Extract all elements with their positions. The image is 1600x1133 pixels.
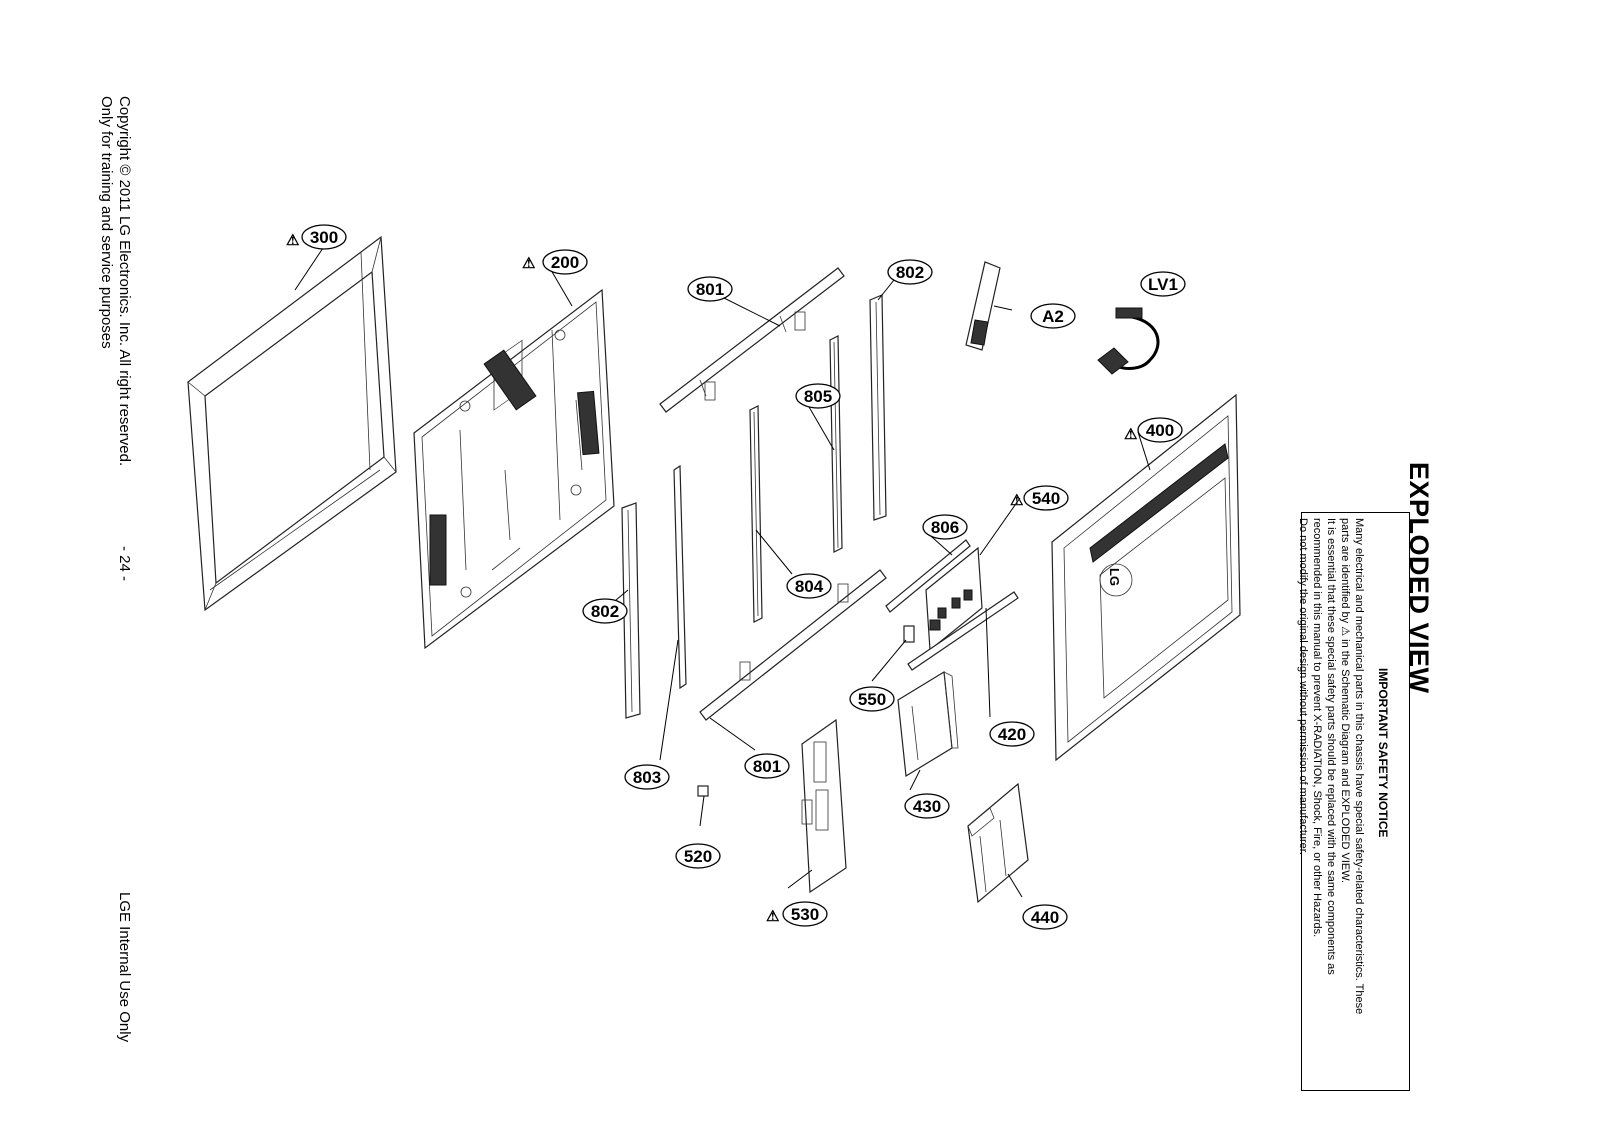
callout-label-LV1: LV1 xyxy=(1148,275,1178,294)
callout-420: 420 xyxy=(989,721,1035,747)
callout-530: ⚠ 530 xyxy=(766,901,828,927)
callout-label-400: 400 xyxy=(1146,421,1174,440)
callout-805: 805 xyxy=(795,383,841,409)
callout-label-A2: A2 xyxy=(1042,307,1064,326)
callout-A2: A2 xyxy=(1030,303,1076,329)
callout-label-430: 430 xyxy=(913,797,941,816)
callout-label-806: 806 xyxy=(931,518,959,537)
callout-label-300: 300 xyxy=(310,228,338,247)
main-board-540 xyxy=(925,546,983,652)
callout-label-803: 803 xyxy=(633,768,661,787)
callout-430: 430 xyxy=(904,793,950,819)
rail-801-top xyxy=(659,267,845,413)
callout-label-550: 550 xyxy=(858,690,886,709)
safety-mark-400: ⚠ xyxy=(1124,426,1138,443)
safety-mark-540: ⚠ xyxy=(1010,492,1024,509)
callout-520: 520 xyxy=(675,843,721,869)
callout-label-530: 530 xyxy=(791,905,819,924)
bracket-803 xyxy=(673,464,687,690)
shield-430 xyxy=(897,670,959,778)
bracket-802-right xyxy=(869,294,887,521)
callout-label-804: 804 xyxy=(795,577,824,596)
callout-802-left: 802 xyxy=(582,598,628,624)
callout-label-440: 440 xyxy=(1031,908,1059,927)
part-520 xyxy=(697,785,709,797)
lg-logo-text: LG xyxy=(1107,568,1122,586)
bracket-805 xyxy=(829,335,843,553)
callout-550: 550 xyxy=(849,686,895,712)
callout-440: 440 xyxy=(1022,904,1068,930)
callout-801-top: 801 xyxy=(687,276,733,302)
bracket-420 xyxy=(907,591,1019,671)
safety-mark-300: ⚠ xyxy=(286,232,300,249)
safety-mark-200: ⚠ xyxy=(522,255,536,272)
back-cover-400: LG xyxy=(1051,393,1241,762)
callout-200: ⚠ 200 xyxy=(522,249,588,275)
callout-label-802-left: 802 xyxy=(591,602,619,621)
rail-801-bottom xyxy=(699,569,887,721)
module-chassis-200 xyxy=(413,288,615,650)
callout-label-801-bottom: 801 xyxy=(753,757,781,776)
cable-LV1 xyxy=(1097,307,1160,375)
callout-400: ⚠ 400 xyxy=(1124,417,1183,443)
stand-neck-A2 xyxy=(965,261,1001,351)
callout-540: ⚠ 540 xyxy=(1010,485,1069,511)
front-bezel-300 xyxy=(187,235,397,612)
callout-806: 806 xyxy=(922,514,968,540)
callout-802-right: 802 xyxy=(887,259,933,285)
callout-label-802-right: 802 xyxy=(896,263,924,282)
safety-notice-box xyxy=(1301,512,1410,1091)
safety-mark-530: ⚠ xyxy=(766,908,780,925)
part-550 xyxy=(903,625,915,643)
bracket-804 xyxy=(749,405,763,623)
power-board-530 xyxy=(801,718,847,894)
callout-label-200: 200 xyxy=(551,253,579,272)
callout-label-801-top: 801 xyxy=(696,280,724,299)
bracket-806 xyxy=(885,539,971,613)
callout-LV1: LV1 xyxy=(1140,271,1186,297)
callout-label-520: 520 xyxy=(684,847,712,866)
callout-804: 804 xyxy=(786,573,832,599)
callout-label-540: 540 xyxy=(1032,489,1060,508)
shield-440 xyxy=(967,782,1029,904)
callout-801-bottom: 801 xyxy=(744,753,790,779)
callout-300: ⚠ 300 xyxy=(286,224,347,250)
callout-label-805: 805 xyxy=(804,387,832,406)
bracket-802-left xyxy=(621,502,641,719)
callout-label-420: 420 xyxy=(998,725,1026,744)
callout-803: 803 xyxy=(624,764,670,790)
